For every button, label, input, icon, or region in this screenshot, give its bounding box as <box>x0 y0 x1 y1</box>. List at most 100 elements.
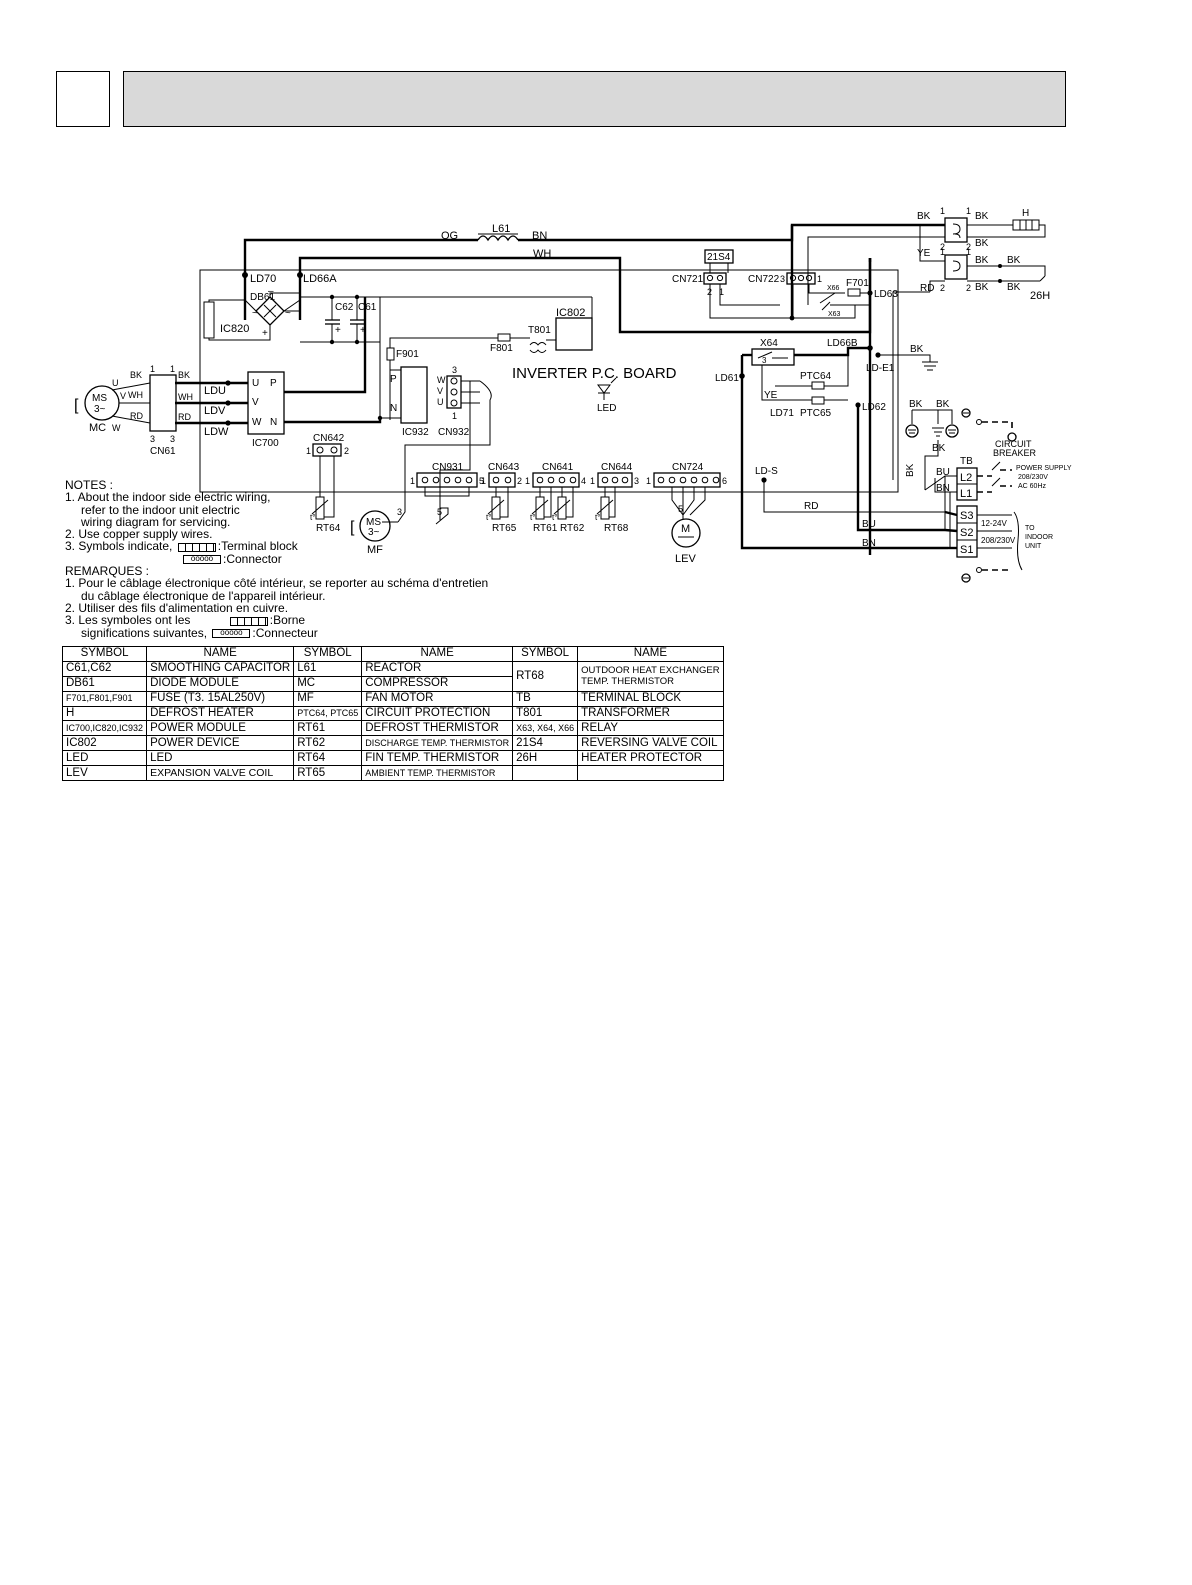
ground-and-breaker: BK BK CIRCUIT BREAKER BK BK <box>905 399 1037 490</box>
connector-symbol: ooooo <box>183 555 221 565</box>
legend-name: POWER DEVICE <box>146 735 295 752</box>
svg-text:BK: BK <box>910 344 924 355</box>
svg-text:MC: MC <box>89 422 106 434</box>
svg-text:12-24V: 12-24V <box>981 519 1007 528</box>
svg-text:+: + <box>360 325 366 336</box>
svg-text:C61: C61 <box>358 302 377 313</box>
svg-text:1: 1 <box>410 476 415 486</box>
svg-text:CN642: CN642 <box>313 433 345 444</box>
note-3-text: 3. Symbols indicate, <box>65 539 173 554</box>
wh-wire <box>298 256 872 334</box>
svg-text:WH: WH <box>178 392 193 402</box>
note-1c: wiring diagram for servicing. <box>81 514 231 529</box>
svg-text:CN641: CN641 <box>542 462 574 473</box>
svg-text:t°: t° <box>595 513 600 522</box>
svg-text:BN: BN <box>936 483 950 494</box>
svg-text:WH: WH <box>128 390 143 400</box>
legend-symbol: L61 <box>293 660 363 677</box>
svg-text:26H: 26H <box>1030 290 1050 302</box>
legend-name: FAN MOTOR <box>361 690 514 707</box>
svg-text:CN932: CN932 <box>438 427 470 438</box>
svg-text:UNIT: UNIT <box>1025 543 1042 550</box>
connector-cn721 <box>703 272 727 285</box>
legend-name: COMPRESSOR <box>361 675 514 692</box>
svg-text:RD: RD <box>130 411 143 421</box>
legend-name: AMBIENT TEMP. THERMISTOR <box>361 765 514 782</box>
svg-text:~: ~ <box>252 308 258 319</box>
power-device-ic802 <box>555 317 593 351</box>
borne-symbol <box>229 616 268 626</box>
svg-text:1: 1 <box>966 247 971 257</box>
legend-symbol: H <box>61 705 148 722</box>
legend-name: OUTDOOR HEAT EXCHANGER <box>581 665 720 677</box>
svg-text:W: W <box>112 423 121 433</box>
svg-text:5: 5 <box>678 504 683 514</box>
remarque-3-text: 3. Les symboles ont les <box>65 613 191 628</box>
svg-text:W: W <box>252 417 262 428</box>
svg-text:BK: BK <box>932 443 946 454</box>
svg-text:BK: BK <box>917 211 931 222</box>
expansion-valve-lev: M LEV <box>671 518 701 565</box>
led-indicator: LED <box>597 377 616 414</box>
legend-symbol: RT61 <box>293 720 363 737</box>
svg-text:INDOOR: INDOOR <box>1025 534 1053 541</box>
svg-text:OG: OG <box>441 230 458 242</box>
svg-text:V: V <box>252 397 259 408</box>
remarques-heading: REMARQUES : <box>65 564 150 579</box>
svg-text:1: 1 <box>525 476 530 486</box>
legend-name: POWER MODULE <box>146 720 295 737</box>
svg-text:BK: BK <box>1007 255 1021 266</box>
legend-name: LED <box>146 750 295 767</box>
legend-name: REVERSING VALVE COIL <box>577 735 724 752</box>
svg-text:4: 4 <box>581 476 586 486</box>
svg-text:3: 3 <box>170 434 175 444</box>
remarque-3: 3. Les symboles ont les :Borne <box>65 614 535 626</box>
svg-text:t°: t° <box>552 513 557 522</box>
thermistor-rt68 <box>600 496 610 520</box>
legend-symbol: LED <box>61 750 148 767</box>
svg-text:PTC65: PTC65 <box>800 408 832 419</box>
svg-text:BK: BK <box>1007 282 1021 293</box>
header-name-2: NAME <box>361 646 514 662</box>
legend-name: TRANSFORMER <box>577 705 724 722</box>
svg-text:L1: L1 <box>960 488 972 500</box>
svg-text:BK: BK <box>909 399 923 410</box>
connector-cn643 <box>488 472 516 488</box>
fuse-f901 <box>386 347 395 361</box>
svg-text:1: 1 <box>306 446 311 456</box>
svg-text:CN721: CN721 <box>672 274 704 285</box>
svg-text:1: 1 <box>590 476 595 486</box>
legend-name: SMOOTHING CAPACITOR <box>146 660 295 677</box>
svg-text:1: 1 <box>940 206 945 216</box>
svg-text:1: 1 <box>817 274 822 284</box>
capacitors-c61-c62: C62 C61 + + <box>300 296 592 343</box>
svg-text:YE: YE <box>917 248 931 259</box>
notes-heading: NOTES : <box>65 478 114 492</box>
transformer-t801: T801 <box>528 325 551 353</box>
svg-text:LD71: LD71 <box>770 408 794 419</box>
legend-name: EXPANSION VALVE COIL <box>146 765 295 782</box>
remarque-3-sig: significations suivantes, <box>81 625 208 640</box>
legend-symbol: MF <box>293 690 363 707</box>
svg-text:LEV: LEV <box>675 553 696 565</box>
notes-section: NOTES : 1. About the indoor side electri… <box>65 479 535 639</box>
svg-text:RT61: RT61 <box>533 523 558 534</box>
svg-text:LD66A: LD66A <box>303 273 337 285</box>
svg-text:DB61: DB61 <box>250 292 275 303</box>
legend-symbol <box>512 765 579 782</box>
svg-text:F701: F701 <box>846 278 869 289</box>
header-name-3: NAME <box>577 646 724 662</box>
svg-text:BK: BK <box>975 282 989 293</box>
legend-symbol: IC700,IC820,IC932 <box>61 720 148 737</box>
svg-text:S1: S1 <box>960 544 973 556</box>
note-3-connector: ooooo:Connector <box>65 553 535 565</box>
svg-text:LD-E1: LD-E1 <box>866 363 895 374</box>
compressor-mc: MS 3~ MC [ U V W <box>74 378 126 434</box>
legend-symbol: RT68 <box>512 660 579 692</box>
svg-text:IC820: IC820 <box>220 323 249 335</box>
legend-symbol: 26H <box>512 750 579 767</box>
svg-text:WH: WH <box>533 248 551 260</box>
svg-text:+: + <box>262 328 268 339</box>
svg-text:RT68: RT68 <box>604 523 629 534</box>
